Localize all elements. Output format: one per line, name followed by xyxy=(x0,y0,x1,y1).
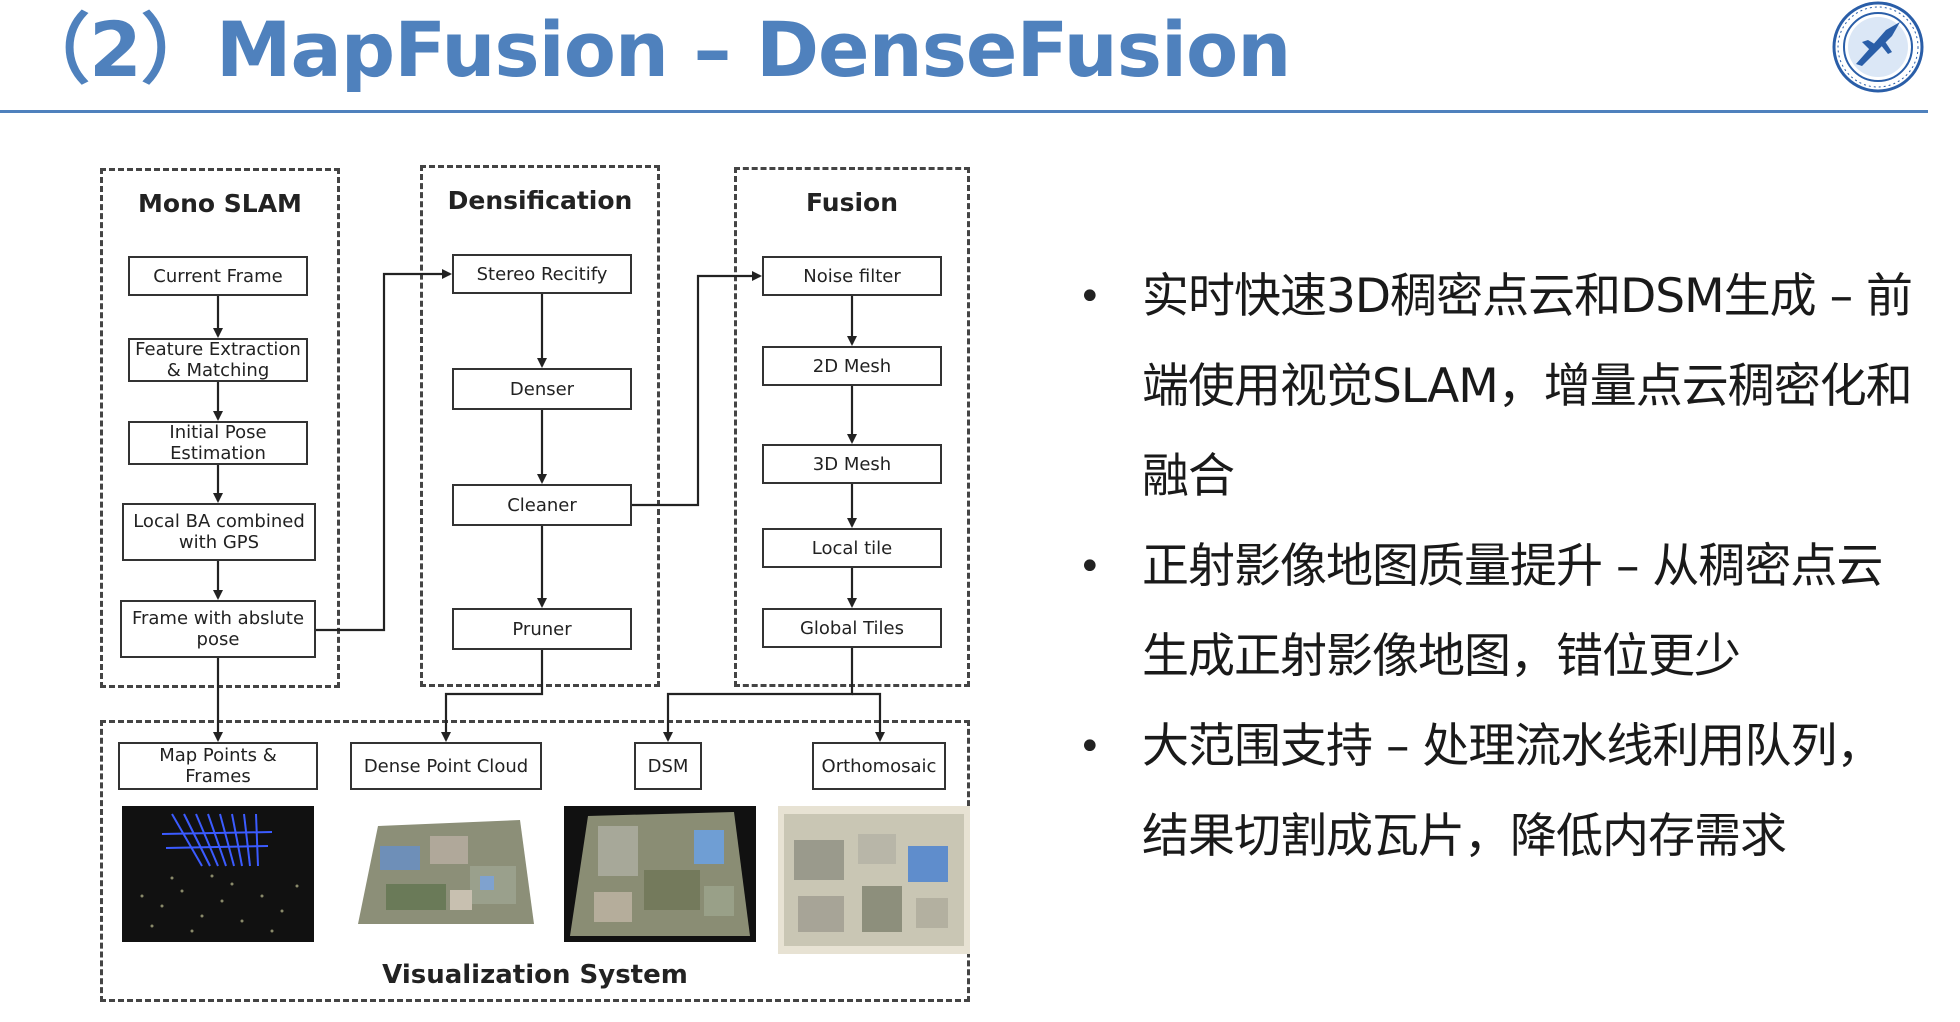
bullet-text: 正射影像地图质量提升 – 从稠密点云生成正射影像地图，错位更少 xyxy=(1142,539,1883,684)
page-title: （2）MapFusion – DenseFusion xyxy=(14,5,1291,94)
step-local-ba: Local BA combined with GPS xyxy=(122,503,316,561)
step-3d-mesh: 3D Mesh xyxy=(762,444,942,484)
fusion-title: Fusion xyxy=(805,188,899,217)
bullet-text: 大范围支持 – 处理流水线利用队列，结果切割成瓦片，降低内存需求 xyxy=(1142,719,1883,864)
step-initial-pose: Initial Pose Estimation xyxy=(128,421,308,465)
step-denser: Denser xyxy=(452,368,632,410)
output-dense-point-cloud: Dense Point Cloud xyxy=(350,742,542,790)
bullet-list: • 实时快速3D稠密点云和DSM生成 – 前端使用视觉SLAM，增量点云稠密化和… xyxy=(1068,252,1928,882)
output-orthomosaic: Orthomosaic xyxy=(812,742,946,790)
output-dsm: DSM xyxy=(634,742,702,790)
step-global-tiles: Global Tiles xyxy=(762,608,942,648)
densification-title: Densification xyxy=(447,186,633,215)
bullet-text: 实时快速3D稠密点云和DSM生成 – 前端使用视觉SLAM，增量点云稠密化和融合 xyxy=(1142,269,1913,504)
bullet-item: • 实时快速3D稠密点云和DSM生成 – 前端使用视觉SLAM，增量点云稠密化和… xyxy=(1068,252,1928,522)
bullet-dot-icon: • xyxy=(1078,544,1102,590)
step-2d-mesh: 2D Mesh xyxy=(762,346,942,386)
bullet-item: • 大范围支持 – 处理流水线利用队列，结果切割成瓦片，降低内存需求 xyxy=(1068,702,1928,882)
step-cleaner: Cleaner xyxy=(452,484,632,526)
step-noise-filter: Noise filter xyxy=(762,256,942,296)
dense-point-cloud-thumbnail xyxy=(350,806,540,942)
step-pruner: Pruner xyxy=(452,608,632,650)
university-logo-icon xyxy=(1826,0,1930,94)
mono-slam-panel: Mono SLAM xyxy=(100,168,340,688)
step-frame-absolute-pose: Frame with abslute pose xyxy=(120,600,316,658)
bullet-item: • 正射影像地图质量提升 – 从稠密点云生成正射影像地图，错位更少 xyxy=(1068,522,1928,702)
output-map-points-frames: Map Points & Frames xyxy=(118,742,318,790)
densification-panel: Densification xyxy=(420,165,660,687)
step-local-tile: Local tile xyxy=(762,528,942,568)
mono-slam-title: Mono SLAM xyxy=(138,189,302,218)
map-points-thumbnail xyxy=(122,806,314,942)
dsm-thumbnail xyxy=(564,806,756,942)
orthomosaic-thumbnail xyxy=(778,806,970,954)
step-current-frame: Current Frame xyxy=(128,256,308,296)
step-stereo-rectify: Stereo Recitify xyxy=(452,254,632,294)
step-feature-extraction: Feature Extraction & Matching xyxy=(128,338,308,382)
bullet-dot-icon: • xyxy=(1078,724,1102,770)
title-underline xyxy=(0,110,1928,113)
visualization-system-label: Visualization System xyxy=(382,960,688,990)
bullet-dot-icon: • xyxy=(1078,274,1102,320)
